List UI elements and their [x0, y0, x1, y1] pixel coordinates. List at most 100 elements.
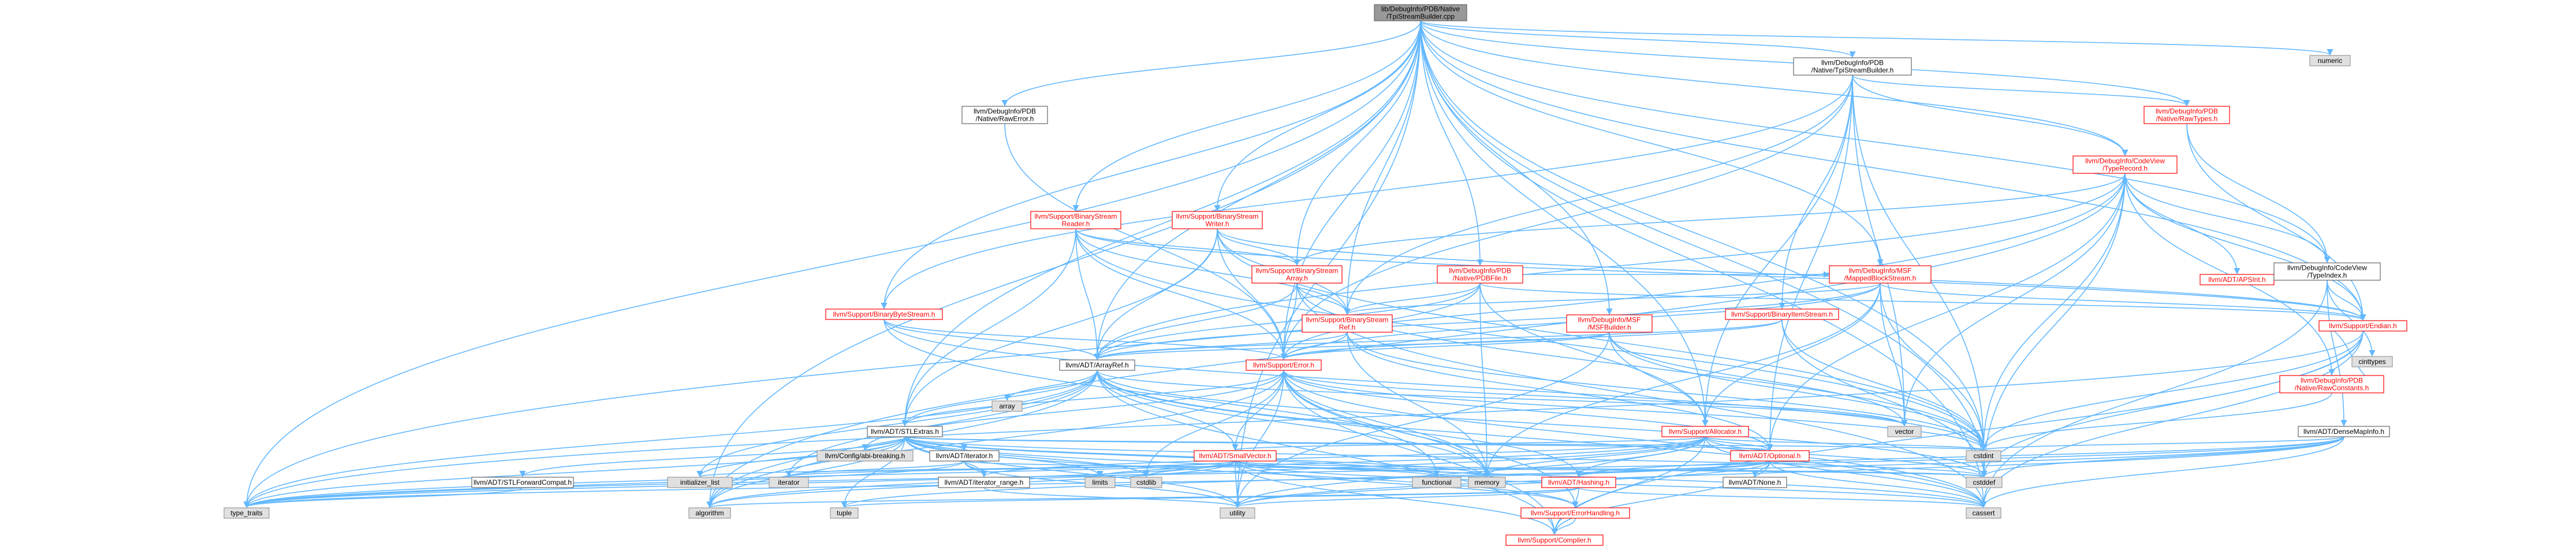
node-box: [1030, 211, 1121, 229]
edge-root-to-allocator: [1420, 20, 1709, 427]
node-error[interactable]: llvm/Support/Error.h: [1246, 359, 1322, 371]
edge-root-to-numeric: [1420, 20, 2333, 56]
node-label: llvm/Support/BinaryByteStream.h: [833, 310, 935, 318]
node-hashing[interactable]: llvm/ADT/Hashing.h: [1541, 477, 1616, 488]
edge-binary-item-to-arrayref: [1094, 319, 1783, 361]
edge-arrayref-to-cassert: [1097, 370, 1987, 508]
node-mapped-block[interactable]: llvm/DebugInfo/MSF/MappedBlockStream.h: [1829, 265, 1932, 284]
node-label: llvm/Support/BinaryStream: [1306, 316, 1389, 324]
node-box: [1172, 211, 1263, 229]
node-label: llvm/DebugInfo/PDB: [2156, 107, 2218, 116]
edge-raw-types-to-typeindex: [2186, 123, 2331, 263]
node-stlextras[interactable]: llvm/ADT/STLExtras.h: [867, 426, 943, 437]
node-label: llvm/DebugInfo/CodeView: [2085, 157, 2165, 165]
edge-bs-ref-to-cstdint: [1347, 332, 1987, 451]
node-type-record[interactable]: llvm/DebugInfo/CodeView/TypeRecord.h: [2072, 155, 2178, 174]
node-box: [1059, 359, 1135, 371]
node-label: memory: [1474, 478, 1499, 486]
node-iterator-range[interactable]: llvm/ADT/iterator_range.h: [938, 477, 1030, 488]
edge-type-record-to-arrayref: [1094, 173, 2126, 361]
node-densemapinfo[interactable]: llvm/ADT/DenseMapInfo.h: [2298, 426, 2390, 437]
edge-mapped-block-to-cstdint: [1880, 283, 1987, 451]
node-error-handling[interactable]: llvm/Support/ErrorHandling.h: [1520, 507, 1630, 519]
edge-root-to-typeindex: [1420, 20, 2331, 263]
edge-binary-item-to-cstdint: [1781, 319, 1987, 451]
node-box: [1130, 477, 1162, 488]
edge-error-handling-to-compiler: [1551, 518, 1576, 536]
node-initializer-list: initializer_list: [667, 477, 733, 488]
node-label: llvm/DebugInfo/MSF: [1849, 267, 1912, 275]
node-cstdlib: cstdlib: [1130, 477, 1162, 488]
edge-tpi-builder-to-error: [1280, 75, 1853, 361]
node-vector: vector: [1887, 426, 1922, 437]
edge-arrayref-to-smallvector: [1097, 370, 1239, 451]
edge-stlextras-to-cstdlib: [904, 436, 1150, 478]
node-compiler[interactable]: llvm/Support/Compiler.h: [1505, 534, 1604, 546]
node-cstdint: cstdint: [1966, 450, 2001, 462]
node-endian[interactable]: llvm/Support/Endian.h: [2318, 320, 2407, 332]
node-msf-builder[interactable]: llvm/DebugInfo/MSF/MSFBuilder.h: [1566, 314, 1653, 333]
edge-msf-builder-to-utility: [1234, 332, 1610, 508]
edge-binary-byte-to-error: [883, 319, 1287, 361]
node-cinttypes: cinttypes: [2351, 356, 2393, 367]
node-box: [1829, 265, 1932, 284]
edge-type-record-to-cstdint: [1980, 173, 2126, 451]
node-optional[interactable]: llvm/ADT/Optional.h: [1730, 450, 1810, 462]
node-box: [929, 450, 1000, 462]
node-box: [1793, 57, 1912, 76]
node-adt-none[interactable]: llvm/ADT/None.h: [1723, 477, 1787, 488]
node-box: [1437, 265, 1523, 284]
edge-type-record-to-apsint: [2124, 173, 2241, 275]
node-tpi-builder[interactable]: llvm/DebugInfo/PDB/Native/TpiStreamBuild…: [1793, 57, 1912, 76]
edge-error-to-vector: [1283, 370, 1908, 427]
node-box: [991, 400, 1023, 412]
node-box: [471, 477, 574, 488]
edge-type-record-to-endian: [2124, 173, 2366, 321]
node-adt-iterator[interactable]: llvm/ADT/iterator.h: [929, 450, 1000, 462]
node-raw-constants[interactable]: llvm/DebugInfo/PDB/Native/RawConstants.h: [2279, 375, 2384, 393]
node-label: /Native/PDBFile.h: [1453, 274, 1508, 283]
node-label: /TpiStreamBuilder.cpp: [1386, 13, 1455, 21]
node-label: llvm/Support/Compiler.h: [1518, 536, 1591, 544]
edge-densemapinfo-to-tuple: [841, 436, 2344, 508]
node-label: Reader.h: [1062, 220, 1090, 228]
node-numeric: numeric: [2309, 55, 2351, 66]
node-allocator[interactable]: llvm/Support/Allocator.h: [1661, 426, 1749, 437]
node-label: iterator: [778, 478, 799, 486]
node-raw-error[interactable]: llvm/DebugInfo/PDB/Native/RawError.h: [961, 106, 1048, 124]
node-box: [1566, 314, 1653, 333]
node-smallvector[interactable]: llvm/ADT/SmallVector.h: [1194, 450, 1277, 462]
node-pdbfile[interactable]: llvm/DebugInfo/PDB/Native/PDBFile.h: [1437, 265, 1523, 284]
node-box: [2273, 262, 2381, 281]
node-cassert: cassert: [1966, 507, 2001, 519]
node-label: functional: [1422, 478, 1451, 486]
node-binary-item[interactable]: llvm/Support/BinaryItemStream.h: [1725, 309, 1839, 320]
edge-densemapinfo-to-cstdint: [1980, 436, 2344, 451]
node-raw-types[interactable]: llvm/DebugInfo/PDB/Native/RawTypes.h: [2143, 106, 2230, 124]
node-label: llvm/Config/abi-breaking.h: [825, 452, 905, 460]
edge-root-to-arrayref: [1094, 20, 1421, 361]
node-box: [1220, 507, 1255, 519]
node-label: utility: [1229, 509, 1245, 517]
node-label: type_traits: [230, 509, 262, 517]
node-apsint[interactable]: llvm/ADT/APSInt.h: [2200, 274, 2275, 285]
edge-raw-error-to-error: [1004, 123, 1287, 361]
node-label: llvm/ADT/APSInt.h: [2208, 276, 2265, 284]
edge-root-to-endian: [1420, 20, 2366, 321]
node-typeindex[interactable]: llvm/DebugInfo/CodeView/TypeIndex.h: [2273, 262, 2381, 281]
node-binary-byte[interactable]: llvm/Support/BinaryByteStream.h: [825, 309, 943, 320]
edge-msf-builder-to-vector: [1609, 332, 1908, 427]
node-stlforward[interactable]: llvm/ADT/STLForwardCompat.h: [471, 477, 574, 488]
node-label: vector: [1895, 428, 1914, 436]
node-root[interactable]: lib/DebugInfo/PDB/Native/TpiStreamBuilde…: [1374, 4, 1467, 21]
edge-optional-to-hashing: [1575, 460, 1770, 478]
edge-stlextras-to-tuple: [841, 436, 905, 508]
node-label: numeric: [2318, 57, 2343, 65]
node-box: [1730, 450, 1810, 462]
node-arrayref[interactable]: llvm/ADT/ArrayRef.h: [1059, 359, 1135, 371]
